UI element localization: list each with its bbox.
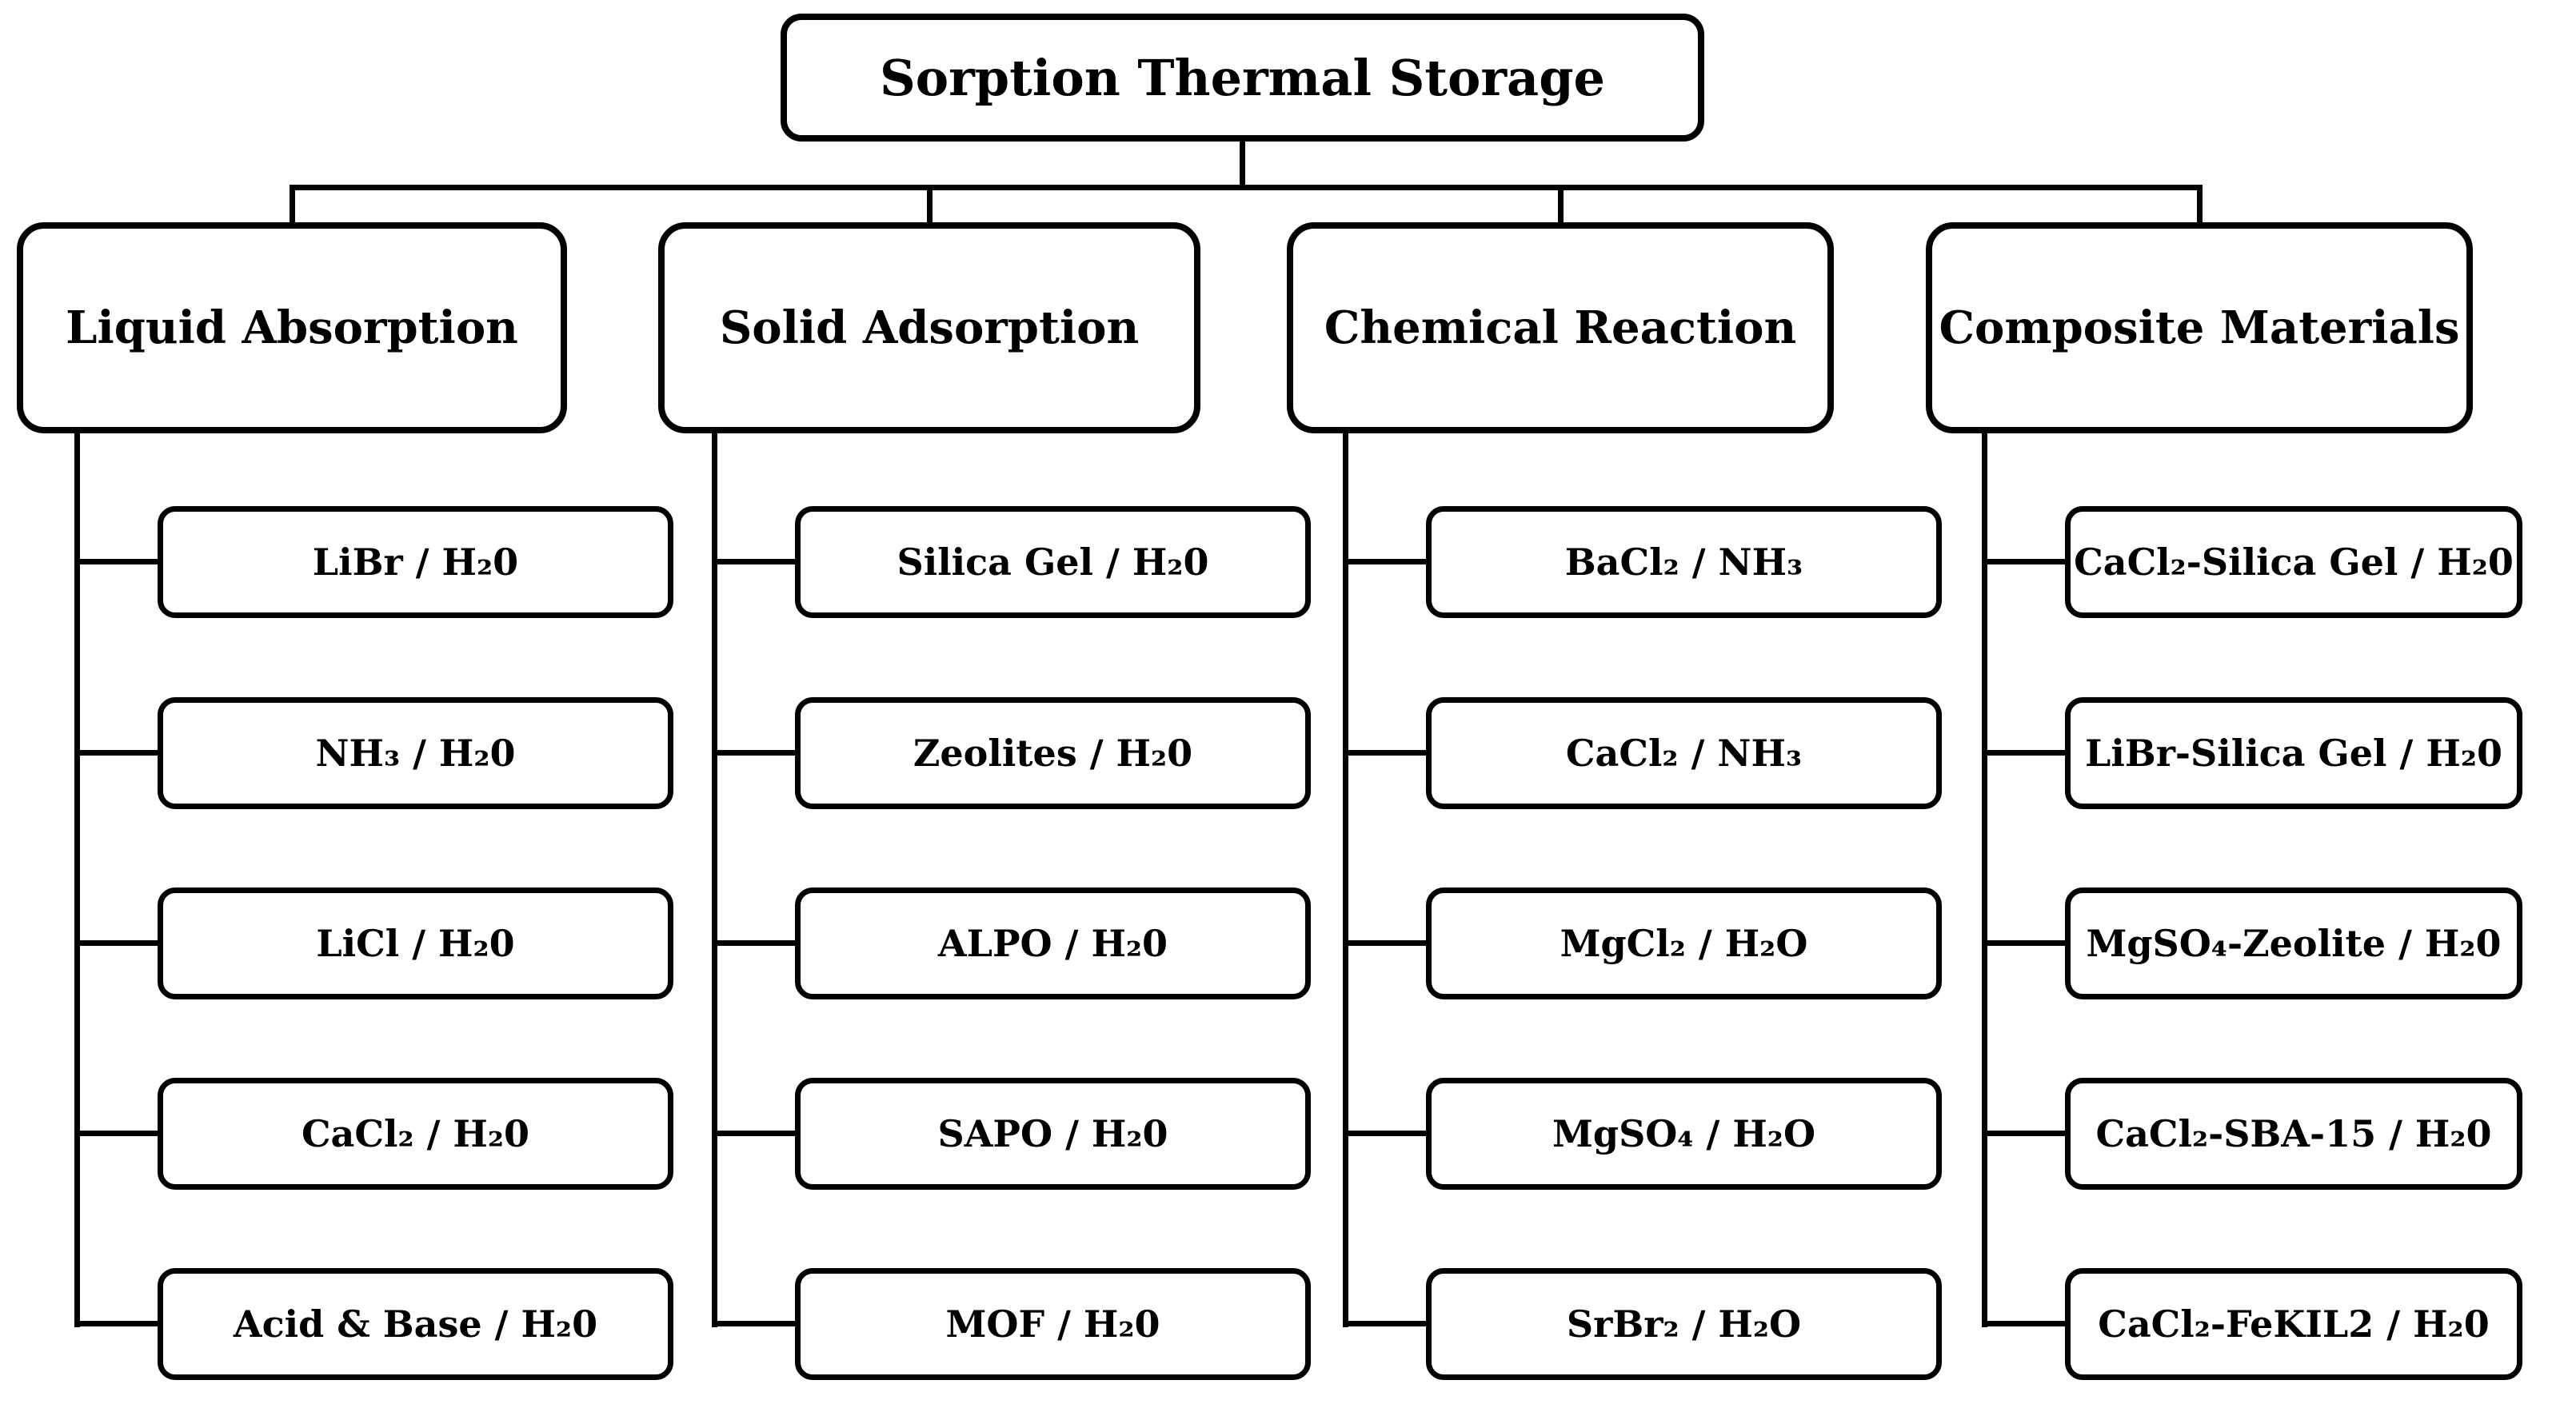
leaf-node-silica-gel-h2o: Silica Gel / H₂0: [795, 506, 1311, 618]
connector-stub-col2-row5: [715, 1321, 801, 1326]
leaf-node-acid-base-h2o: Acid & Base / H₂0: [158, 1268, 673, 1380]
connector-stub-col3-row4: [1346, 1131, 1432, 1136]
leaf-node-sapo-h2o: SAPO / H₂0: [795, 1078, 1311, 1190]
connector-drop-col3: [1558, 185, 1564, 228]
connector-stub-col1-row1: [78, 559, 163, 564]
leaf-node-mof-h2o: MOF / H₂0: [795, 1268, 1311, 1380]
leaf-node-cacl2-sba15-h2o: CaCl₂-SBA-15 / H₂0: [2065, 1078, 2522, 1190]
connector-drop-col2: [927, 185, 933, 228]
leaf-node-mgcl2-h2o: MgCl₂ / H₂O: [1426, 888, 1942, 999]
category-node-composite-materials: Composite Materials: [1926, 222, 2473, 433]
connector-stub-col4-row1: [1985, 559, 2071, 564]
connector-title-riser: [1240, 136, 1245, 190]
connector-stub-col1-row5: [78, 1321, 163, 1326]
leaf-node-mgso4-h2o: MgSO₄ / H₂O: [1426, 1078, 1942, 1190]
connector-stub-col1-row2: [78, 750, 163, 756]
root-node-sorption-thermal-storage: Sorption Thermal Storage: [781, 14, 1704, 142]
connector-stub-col2-row4: [715, 1131, 801, 1136]
connector-drop-col4: [2197, 185, 2203, 228]
leaf-node-cacl2-h2o: CaCl₂ / H₂0: [158, 1078, 673, 1190]
category-node-liquid-absorption: Liquid Absorption: [17, 222, 567, 433]
connector-spine-col3: [1343, 428, 1348, 1327]
connector-top-rail: [290, 185, 2203, 190]
leaf-node-zeolites-h2o: Zeolites / H₂0: [795, 697, 1311, 809]
connector-stub-col3-row2: [1346, 750, 1432, 756]
connector-spine-col4: [1982, 428, 1987, 1327]
leaf-node-bacl2-nh3: BaCl₂ / NH₃: [1426, 506, 1942, 618]
leaf-node-cacl2-fekil2-h2o: CaCl₂-FeKIL2 / H₂0: [2065, 1268, 2522, 1380]
connector-stub-col4-row5: [1985, 1321, 2071, 1326]
connector-stub-col3-row1: [1346, 559, 1432, 564]
category-node-chemical-reaction: Chemical Reaction: [1287, 222, 1834, 433]
connector-stub-col1-row3: [78, 940, 163, 946]
connector-stub-col2-row1: [715, 559, 801, 564]
leaf-node-libr-h2o: LiBr / H₂0: [158, 506, 673, 618]
leaf-node-libr-silica-gel-h2o: LiBr-Silica Gel / H₂0: [2065, 697, 2522, 809]
category-node-solid-adsorption: Solid Adsorption: [658, 222, 1200, 433]
leaf-node-srbr2-h2o: SrBr₂ / H₂O: [1426, 1268, 1942, 1380]
connector-spine-col2: [712, 428, 717, 1327]
connector-stub-col4-row2: [1985, 750, 2071, 756]
connector-stub-col2-row2: [715, 750, 801, 756]
leaf-node-alpo-h2o: ALPO / H₂0: [795, 888, 1311, 999]
leaf-node-cacl2-nh3: CaCl₂ / NH₃: [1426, 697, 1942, 809]
leaf-node-licl-h2o: LiCl / H₂0: [158, 888, 673, 999]
connector-spine-col1: [74, 428, 80, 1327]
connector-stub-col3-row5: [1346, 1321, 1432, 1326]
connector-drop-col1: [290, 185, 295, 228]
connector-stub-col1-row4: [78, 1131, 163, 1136]
connector-stub-col4-row3: [1985, 940, 2071, 946]
leaf-node-cacl2-silica-gel-h2o: CaCl₂-Silica Gel / H₂0: [2065, 506, 2522, 618]
leaf-node-mgso4-zeolite-h2o: MgSO₄-Zeolite / H₂0: [2065, 888, 2522, 999]
leaf-node-nh3-h2o: NH₃ / H₂0: [158, 697, 673, 809]
connector-stub-col4-row4: [1985, 1131, 2071, 1136]
connector-stub-col3-row3: [1346, 940, 1432, 946]
connector-stub-col2-row3: [715, 940, 801, 946]
